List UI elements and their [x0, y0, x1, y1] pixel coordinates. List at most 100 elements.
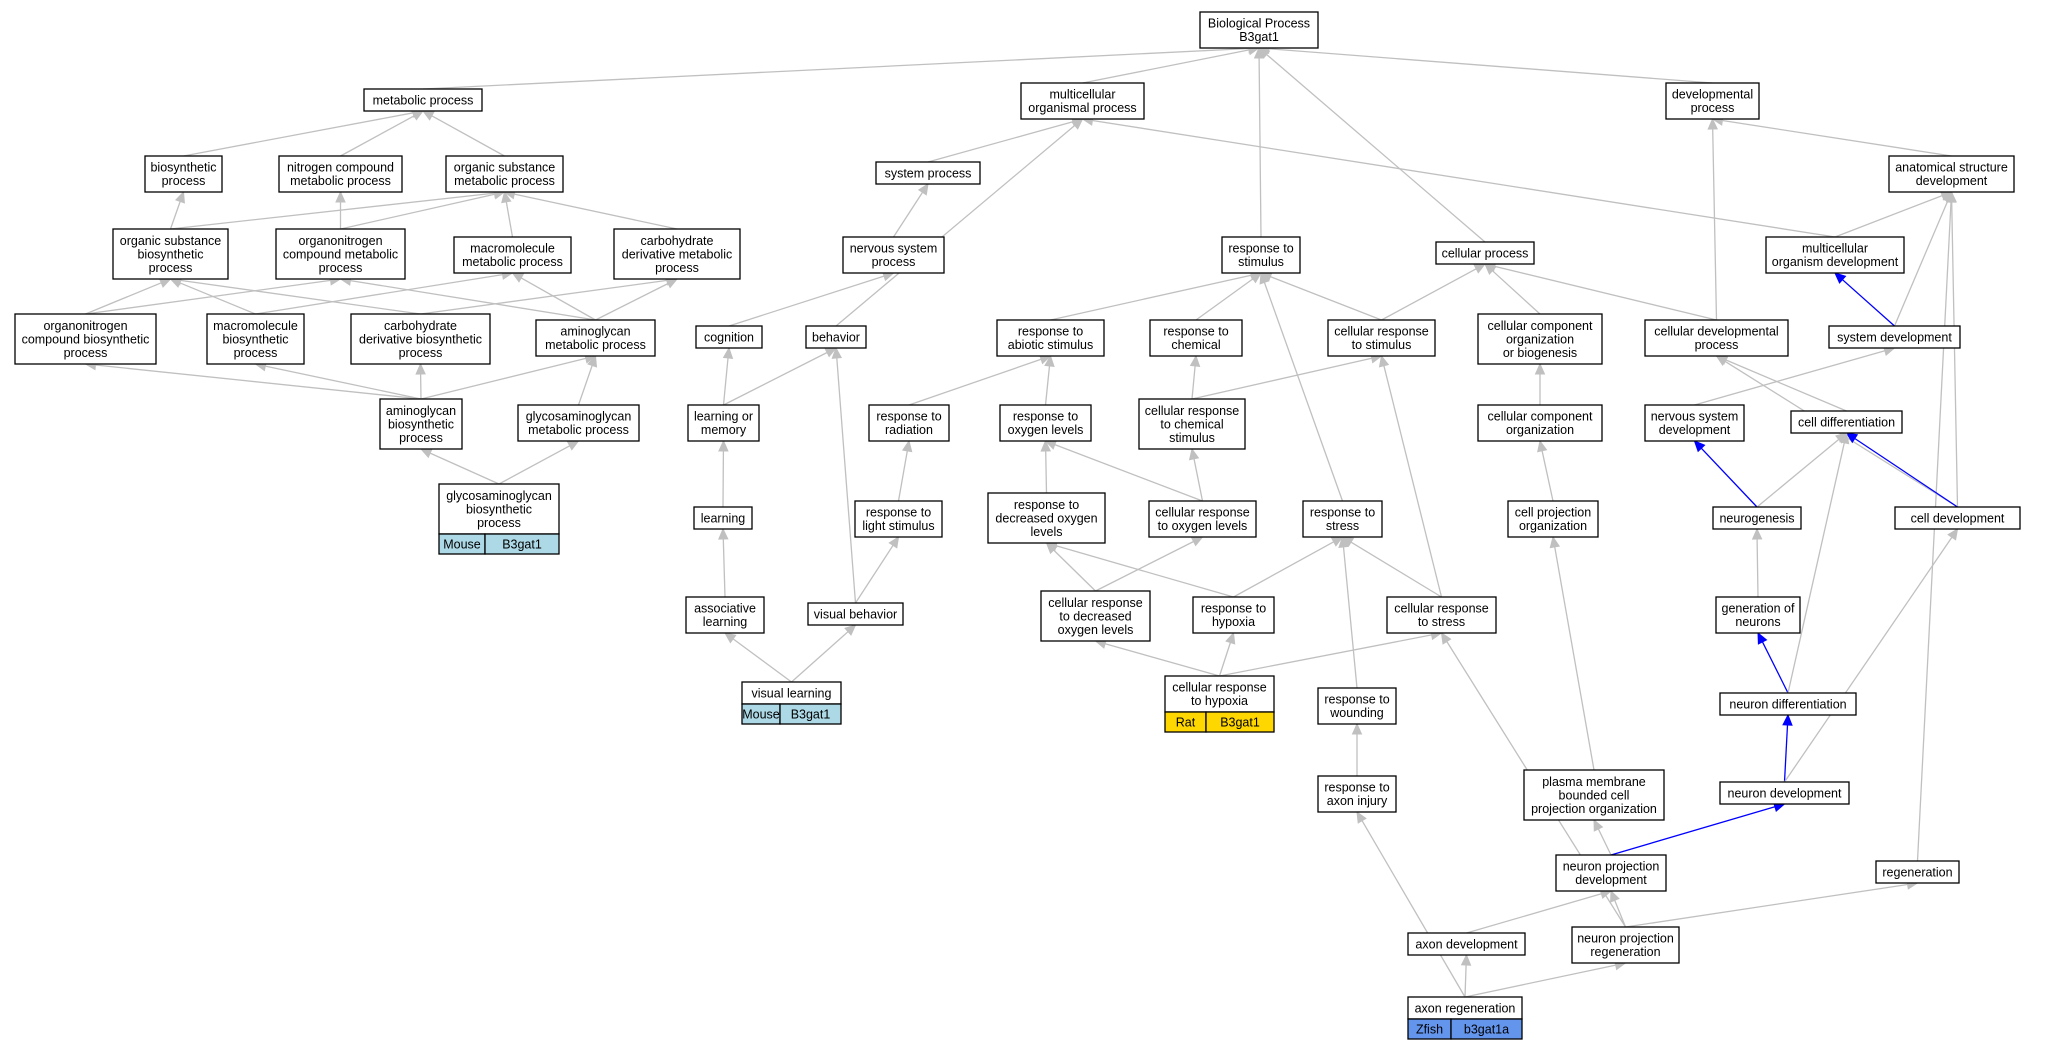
term-box — [1712, 506, 1802, 530]
edge-cellresstress-to-cellresstim — [1378, 354, 1443, 598]
edge-reshypoxia-to-resdecoxy — [1045, 540, 1234, 598]
edge-neurondiff-to-genneurons — [1757, 631, 1789, 694]
gene-cell — [779, 703, 842, 725]
edge-orgsubbio-to-orgsubmeta — [170, 187, 506, 230]
arrowhead — [1693, 440, 1706, 453]
go-term-node-regen[interactable]: regeneration — [1875, 860, 1960, 884]
go-term-node-visbehav[interactable]: visual behavior — [807, 602, 904, 626]
arrowhead — [1225, 631, 1236, 645]
term-label-line: hypoxia — [1212, 615, 1255, 629]
term-label-line: process — [64, 346, 108, 360]
edge-organonitmeta-to-nitrogen — [335, 190, 346, 229]
go-term-node-behavior[interactable]: behavior — [805, 325, 867, 349]
go-term-node-neurondiff[interactable]: neuron differentiation — [1719, 692, 1857, 716]
go-term-node-cellproc[interactable]: cellular process — [1435, 241, 1535, 265]
edge-npd-to-pmbcpo — [1593, 818, 1612, 856]
go-term-node-celldev[interactable]: cell development — [1894, 506, 2021, 530]
go-term-node-learning[interactable]: learning — [693, 506, 753, 530]
go-term-node-sysdev[interactable]: system development — [1828, 325, 1961, 349]
term-label-line: biosynthetic — [150, 161, 216, 175]
edge-cellreschem-to-cellresstim — [1191, 353, 1383, 400]
term-label-line: organic substance — [454, 161, 556, 175]
term-label-line: metabolic process — [545, 338, 646, 352]
edge-cellreshyp-to-cellresdecoxy — [1094, 638, 1220, 677]
term-label-line: stimulus — [1238, 255, 1284, 269]
go-term-node-neurogenesis[interactable]: neurogenesis — [1712, 506, 1802, 530]
arrowhead — [1044, 354, 1055, 367]
go-term-node-axondev[interactable]: axon development — [1407, 932, 1526, 956]
term-label-line: biosynthetic — [137, 247, 203, 261]
term-label-line: organization — [1506, 332, 1574, 346]
term-box — [350, 313, 491, 365]
species-label: Rat — [1176, 715, 1196, 729]
term-label-line: process — [319, 261, 363, 275]
go-term-node-celldiff[interactable]: cell differentiation — [1790, 410, 1903, 434]
term-box — [1765, 236, 1905, 274]
arrowhead — [566, 440, 580, 451]
go-term-node-cognition[interactable]: cognition — [695, 325, 763, 349]
arrowhead — [501, 190, 512, 204]
term-label-line: organonitrogen — [43, 319, 127, 333]
go-term-node-metabolic[interactable]: metabolic process — [363, 88, 483, 112]
term-label-line: nervous system — [850, 242, 938, 256]
term-label-line: metabolic process — [462, 255, 563, 269]
term-label-line: associative — [694, 602, 756, 616]
term-label-line: visual learning — [752, 686, 832, 700]
arrowhead — [419, 448, 433, 459]
term-box — [805, 325, 867, 349]
go-term-node-neurondev[interactable]: neuron development — [1719, 781, 1850, 805]
go-term-node-sysproc[interactable]: system process — [875, 161, 981, 185]
edge-celldev-to-celldiff — [1845, 432, 1958, 508]
go-term-node-gagbio[interactable]: glycosaminoglycanbiosyntheticprocessMous… — [438, 483, 560, 555]
